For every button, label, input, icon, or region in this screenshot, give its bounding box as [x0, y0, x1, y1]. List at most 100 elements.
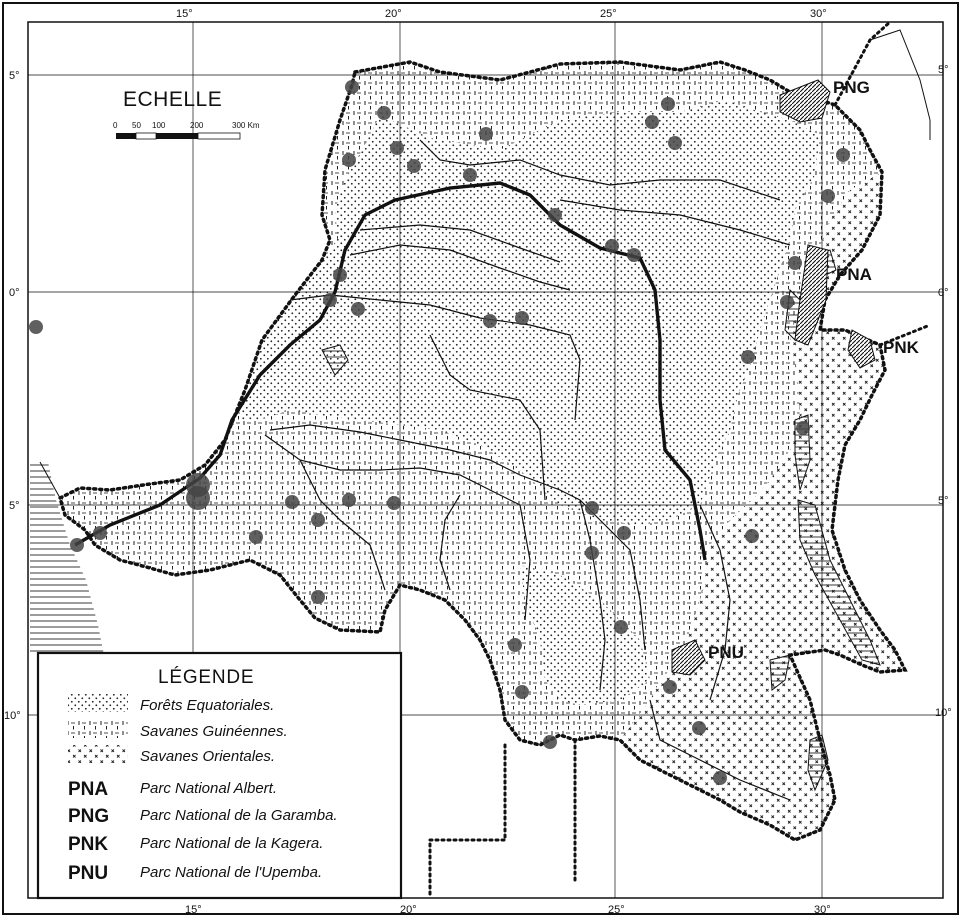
- legend-swatch-forets: [68, 694, 128, 712]
- grid-right-0: 0°: [938, 287, 949, 299]
- grid-left-10s: 10°: [4, 710, 21, 722]
- tributaries: [264, 139, 791, 801]
- site-marker: [483, 314, 497, 328]
- site-marker: [627, 248, 641, 262]
- site-marker: [713, 771, 727, 785]
- park-label-pnu: PNU: [708, 643, 744, 662]
- congo-river: [74, 181, 707, 561]
- site-marker: [661, 97, 675, 111]
- legend-swatch-savanes-guineennes: [68, 720, 128, 738]
- site-marker: [186, 486, 210, 510]
- legend-title: LÉGENDE: [158, 667, 254, 688]
- park-area-pnu: [671, 639, 706, 676]
- legend-park-abbr-pna: PNA: [68, 779, 108, 800]
- inner-frame: [27, 21, 944, 899]
- site-marker: [323, 293, 337, 307]
- grid-left-5s: 5°: [9, 500, 20, 512]
- grid-right-10s: 10°: [935, 707, 952, 719]
- grid-labels: 15° 20° 25° 30° 15° 20° 25° 30° 5° 0° 5°…: [4, 8, 952, 916]
- grid-bottom-15: 15°: [185, 904, 202, 916]
- site-marker: [508, 638, 522, 652]
- grid-right-5n: 5°: [938, 64, 949, 76]
- site-marker: [605, 239, 619, 253]
- site-marker: [407, 159, 421, 173]
- park-area-pna: [794, 244, 829, 346]
- site-marker: [836, 148, 850, 162]
- legend-park-name-png: Parc National de la Garamba.: [140, 807, 338, 824]
- site-marker: [390, 141, 404, 155]
- site-marker: [333, 268, 347, 282]
- legend-park-name-pnu: Parc National de l'Upemba.: [140, 864, 322, 881]
- legend-zone-savanes-orientales: Savanes Orientales.: [140, 748, 275, 765]
- legend-zone-savanes-guineennes: Savanes Guinéennes.: [140, 723, 288, 740]
- scale-bar-seg-1: [116, 133, 136, 139]
- zone-forets-sud-fill: [520, 565, 650, 705]
- park-areas: [671, 79, 876, 676]
- park-area-pnk: [847, 329, 876, 369]
- scale-bar-seg-3: [156, 133, 198, 139]
- site-marker: [377, 106, 391, 120]
- grid-bottom-25: 25°: [608, 904, 625, 916]
- scale-title: ECHELLE: [123, 88, 222, 111]
- site-marker: [745, 529, 759, 543]
- site-marker: [479, 127, 493, 141]
- site-marker: [311, 590, 325, 604]
- site-marker: [515, 685, 529, 699]
- site-marker: [780, 295, 794, 309]
- site-marker: [796, 421, 810, 435]
- site-marker: [70, 538, 84, 552]
- ocean-hatch: [30, 462, 104, 655]
- site-marker: [585, 501, 599, 515]
- site-marker: [663, 680, 677, 694]
- site-marker: [342, 493, 356, 507]
- site-marker: [345, 80, 359, 94]
- grid-right-5s: 5°: [938, 495, 949, 507]
- grid-left-5n: 5°: [9, 70, 20, 82]
- legend: LÉGENDE Forêts Equatoriales. Savanes Gui…: [36, 651, 403, 900]
- site-marker: [585, 546, 599, 560]
- site-marker: [548, 208, 562, 222]
- grid-top-20: 20°: [385, 8, 402, 20]
- scale-bar-seg-2: [135, 132, 157, 140]
- site-marker: [387, 496, 401, 510]
- site-marker: [668, 136, 682, 150]
- legend-swatch-savanes-orientales: [68, 745, 128, 763]
- grid-bottom-30: 30°: [814, 904, 831, 916]
- scale-tick-0: 0: [113, 121, 118, 130]
- park-label-pna: PNA: [836, 265, 872, 284]
- site-marker: [614, 620, 628, 634]
- legend-park-name-pna: Parc National Albert.: [140, 780, 277, 797]
- site-marker: [29, 320, 43, 334]
- site-marker: [93, 526, 107, 540]
- park-label-pnk: PNK: [883, 338, 920, 357]
- site-marker: [692, 721, 706, 735]
- scale-tick-100: 100: [152, 121, 166, 130]
- scale-tick-300: 300 Km: [232, 121, 260, 130]
- country-border: [57, 60, 908, 842]
- grid-top-15: 15°: [176, 8, 193, 20]
- scale-tick-50: 50: [132, 121, 141, 130]
- site-markers: [29, 80, 850, 785]
- legend-park-abbr-pnk: PNK: [68, 834, 108, 855]
- site-marker: [617, 526, 631, 540]
- legend-park-name-pnk: Parc National de la Kagera.: [140, 835, 323, 852]
- grid-bottom-20: 20°: [400, 904, 417, 916]
- site-marker: [543, 735, 557, 749]
- site-marker: [351, 302, 365, 316]
- site-marker: [342, 153, 356, 167]
- scale-bar-seg-4: [197, 132, 241, 140]
- legend-zone-forets: Forêts Equatoriales.: [140, 697, 274, 714]
- grid-left-0: 0°: [9, 287, 20, 299]
- site-marker: [645, 115, 659, 129]
- site-marker: [821, 189, 835, 203]
- site-marker: [741, 350, 755, 364]
- park-area-png: [779, 79, 831, 123]
- site-marker: [249, 530, 263, 544]
- site-marker: [515, 311, 529, 325]
- site-marker: [463, 168, 477, 182]
- legend-park-abbr-pnu: PNU: [68, 863, 108, 884]
- scale-tick-200: 200: [190, 121, 204, 130]
- thin-borders: [39, 29, 931, 499]
- park-label-png: PNG: [833, 78, 870, 97]
